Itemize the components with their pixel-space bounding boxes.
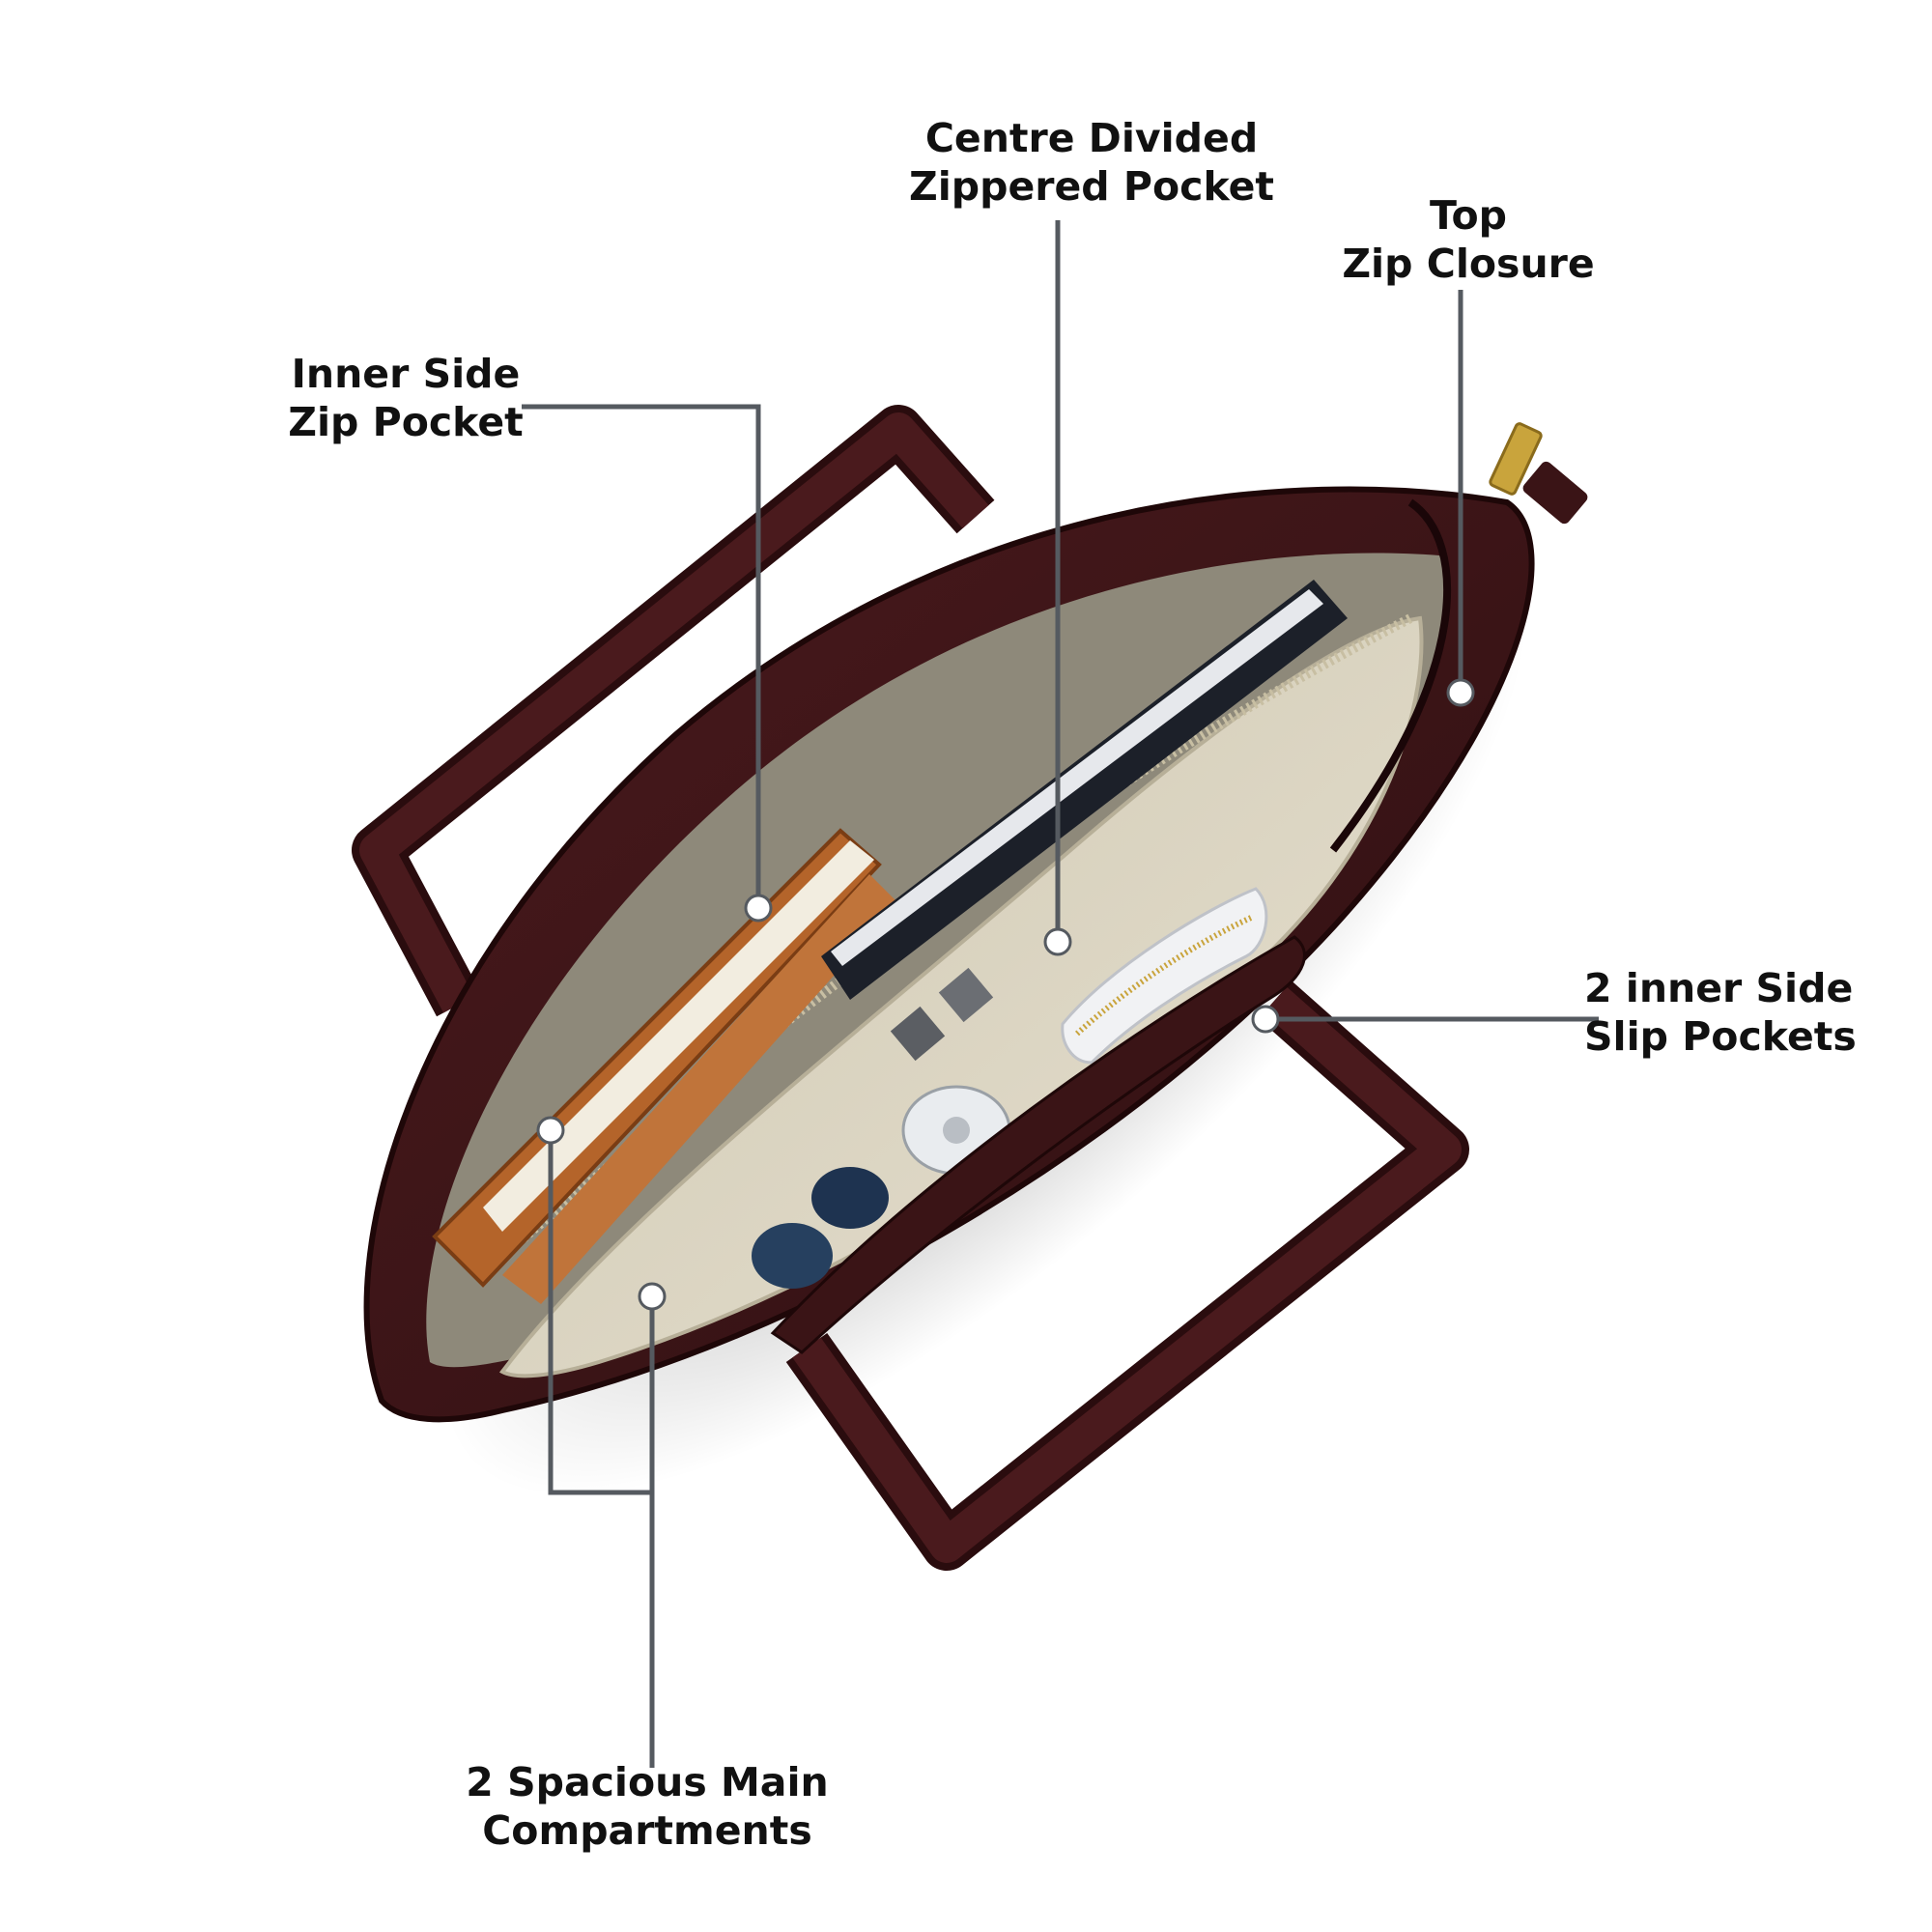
- top-zipper: [1329, 498, 1452, 853]
- zip-tab: [1522, 461, 1588, 525]
- notebook-items: [432, 828, 898, 1304]
- dot-main-b: [638, 1282, 667, 1311]
- callout-main-compartments: 2 Spacious Main Compartments: [435, 1758, 860, 1855]
- dot-top: [1446, 678, 1475, 707]
- callout-slip-line1: 2 inner Side: [1584, 965, 1854, 1011]
- zip-pull: [1489, 422, 1543, 496]
- callout-slip-line2: Slip Pockets: [1584, 1013, 1857, 1060]
- dot-main-a: [536, 1116, 565, 1145]
- dot-inner-side: [744, 894, 773, 923]
- lower-handle: [785, 980, 1469, 1571]
- callout-top-line2: Zip Closure: [1342, 241, 1595, 287]
- callout-centre-divided: Centre Divided Zippered Pocket: [898, 114, 1285, 211]
- dot-slip: [1251, 1005, 1280, 1034]
- callout-inner-side-zip: Inner Side Zip Pocket: [246, 350, 565, 446]
- callout-centre-line2: Zippered Pocket: [908, 163, 1275, 210]
- leader-main-a: [548, 1130, 652, 1495]
- pouch-item: [1061, 887, 1268, 1065]
- callout-inner-line1: Inner Side: [291, 351, 521, 397]
- side-slip-pocket: [770, 935, 1306, 1354]
- marker-dots: [536, 678, 1475, 1311]
- callout-top-line1: Top: [1429, 192, 1508, 239]
- book-item: [821, 580, 1348, 1000]
- leader-inner-side: [522, 404, 761, 908]
- callout-main-line2: Compartments: [482, 1807, 812, 1854]
- callout-slip-pockets: 2 inner Side Slip Pockets: [1584, 964, 1874, 1061]
- dot-centre: [1043, 927, 1072, 956]
- callout-top-zip: Top Zip Closure: [1323, 191, 1613, 288]
- cosmetic-items: [752, 967, 994, 1289]
- callout-centre-line1: Centre Divided: [924, 115, 1259, 161]
- leader-lines: [522, 220, 1599, 1768]
- callout-main-line1: 2 Spacious Main: [466, 1759, 829, 1805]
- callout-inner-line2: Zip Pocket: [288, 399, 524, 445]
- upper-handle: [352, 405, 995, 1017]
